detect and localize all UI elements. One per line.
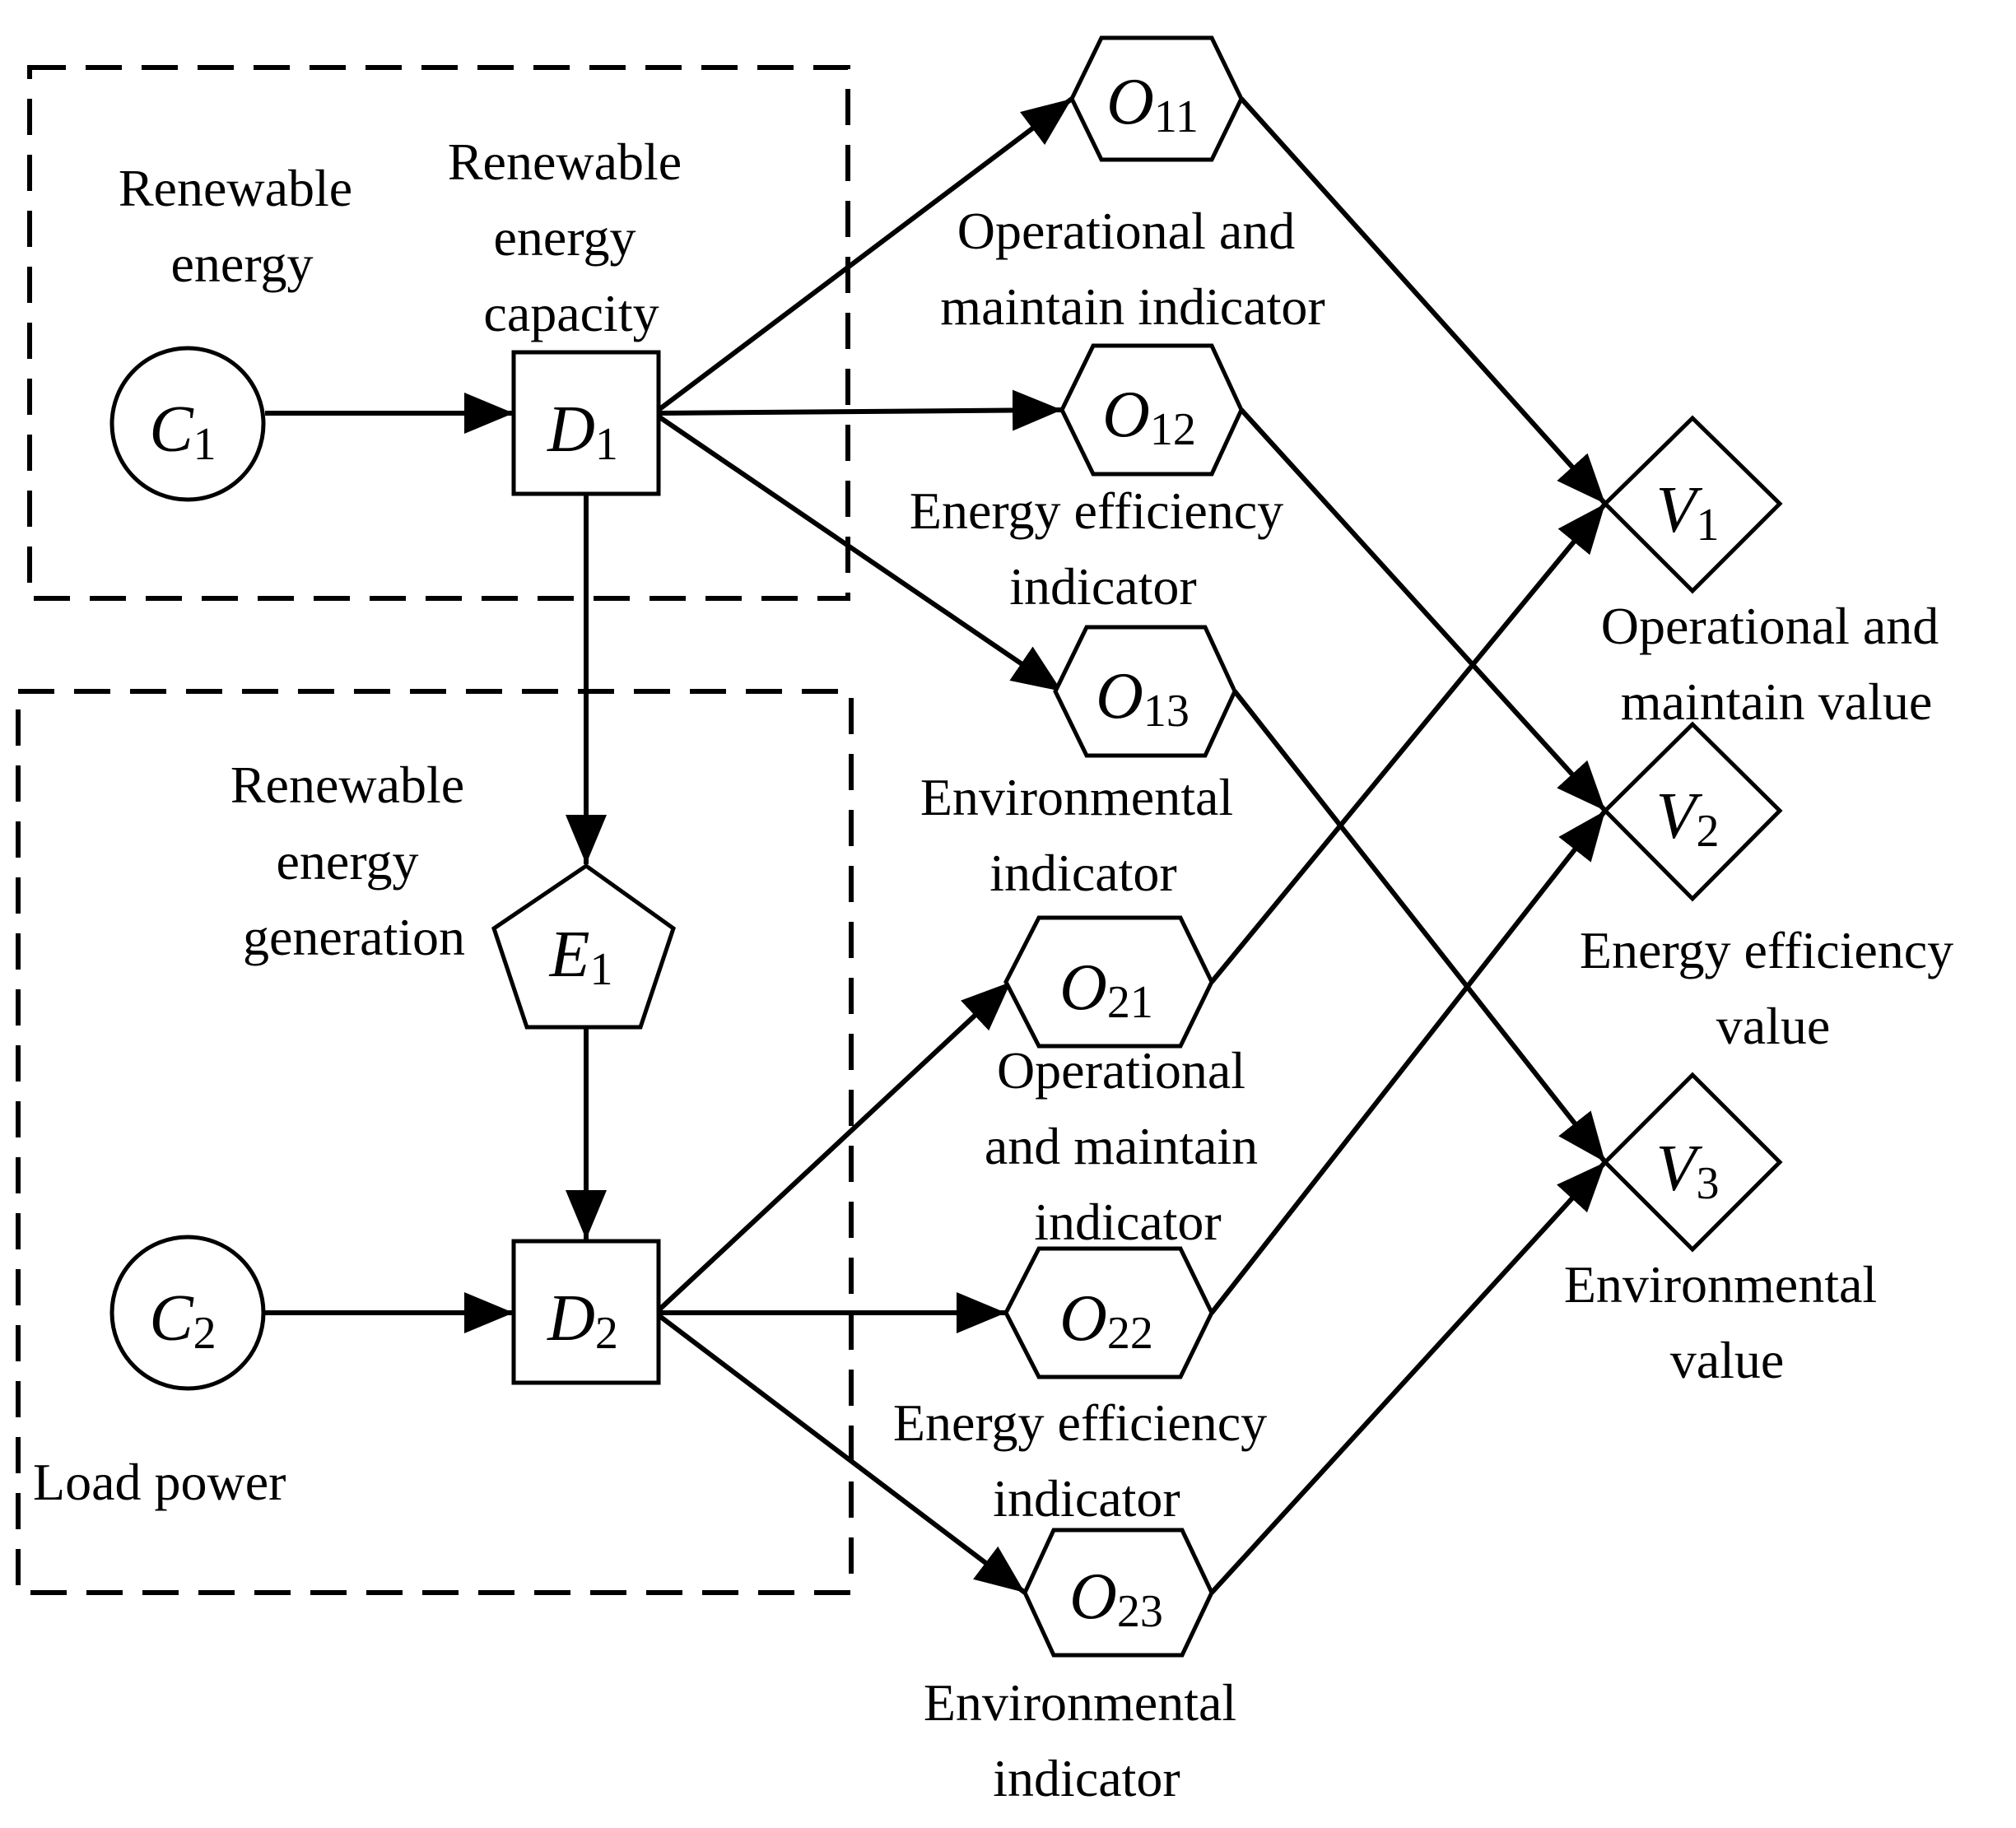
edges: [265, 96, 1608, 1595]
caption-load-power: Load power: [33, 1453, 286, 1511]
node-label: D2: [547, 1282, 618, 1359]
node-label: V2: [1656, 780, 1720, 857]
node-label: O12: [1102, 379, 1196, 455]
node-label: O23: [1069, 1561, 1163, 1637]
node-v1: V1: [1602, 415, 1783, 594]
node-label: O11: [1106, 66, 1199, 142]
caption-v2: Energy efficiency value: [1580, 921, 1967, 1055]
node-label: O13: [1096, 660, 1190, 737]
group-box-capacity: [27, 65, 850, 601]
node-label: V1: [1656, 474, 1720, 551]
node-o12: O12: [1059, 343, 1244, 477]
hexagon-node-shape: [1022, 1528, 1214, 1658]
diamond-node-shape: [1602, 1072, 1783, 1253]
node-d1: D1: [511, 350, 661, 496]
hexagon-node-shape: [1059, 343, 1244, 477]
node-e1: E1: [491, 863, 676, 1030]
node-label: O22: [1059, 1282, 1153, 1359]
edge-o22-v2: [1209, 809, 1608, 1314]
decision-node-shape: [511, 1239, 661, 1385]
diamond-node-shape: [1602, 721, 1783, 902]
node-o11: O11: [1069, 35, 1244, 162]
node-o21: O21: [1003, 915, 1214, 1049]
chance-node-shape: [109, 1235, 266, 1391]
edge-o21-v1: [1209, 502, 1608, 984]
edge-o13-v3: [1232, 690, 1608, 1164]
node-c2: C2: [109, 1235, 266, 1391]
pentagon-node-shape: [491, 863, 676, 1030]
caption-o12: Energy efficiency indicator: [910, 481, 1297, 616]
node-label: O21: [1059, 951, 1153, 1028]
hexagon-node-shape: [1053, 625, 1237, 758]
hexagon-node-shape: [1003, 1246, 1214, 1379]
node-label: E1: [549, 919, 613, 995]
hexagon-node-shape: [1003, 915, 1214, 1049]
chance-node-shape: [109, 346, 266, 502]
edge-o11-v1: [1239, 96, 1608, 506]
edge-d2-o23: [657, 1313, 1027, 1595]
node-label: C2: [149, 1282, 216, 1359]
caption-renewable-capacity: Renewable energy capacity: [448, 133, 695, 342]
node-c1: C1: [109, 346, 266, 502]
caption-o22: Energy efficiency indicator: [893, 1393, 1280, 1528]
node-label: V3: [1656, 1133, 1720, 1209]
edge-d2-o21: [656, 979, 1013, 1313]
edge-d1-o13: [657, 414, 1064, 694]
edge-d1-o11: [657, 96, 1073, 412]
hexagon-node-shape: [1069, 35, 1244, 162]
diamond-node-shape: [1602, 415, 1783, 594]
caption-renewable-energy: Renewable energy: [119, 159, 365, 293]
node-label: C1: [149, 393, 216, 470]
caption-o11: Operational and maintain indicator: [940, 202, 1325, 336]
node-o13: O13: [1053, 625, 1237, 758]
caption-o21: Operational and maintain indicator: [985, 1041, 1271, 1251]
node-o22: O22: [1003, 1246, 1214, 1379]
caption-v1: Operational and maintain value: [1601, 597, 1953, 731]
node-v3: V3: [1602, 1072, 1783, 1253]
caption-renewable-generation: Renewable energy generation: [230, 756, 477, 966]
node-label: D1: [547, 393, 618, 470]
node-d2: D2: [511, 1239, 661, 1385]
caption-o23: Environmental indicator: [924, 1673, 1250, 1807]
caption-v3: Environmental value: [1564, 1255, 1890, 1389]
edge-d1-o12: [658, 389, 1063, 431]
node-o23: O23: [1022, 1528, 1214, 1658]
group-box-generation: [16, 689, 854, 1595]
caption-o13: Environmental indicator: [920, 768, 1246, 902]
decision-node-shape: [511, 350, 661, 496]
node-v2: V2: [1602, 721, 1783, 902]
edge-o12-v2: [1239, 407, 1608, 813]
edge-o23-v3: [1209, 1160, 1608, 1595]
